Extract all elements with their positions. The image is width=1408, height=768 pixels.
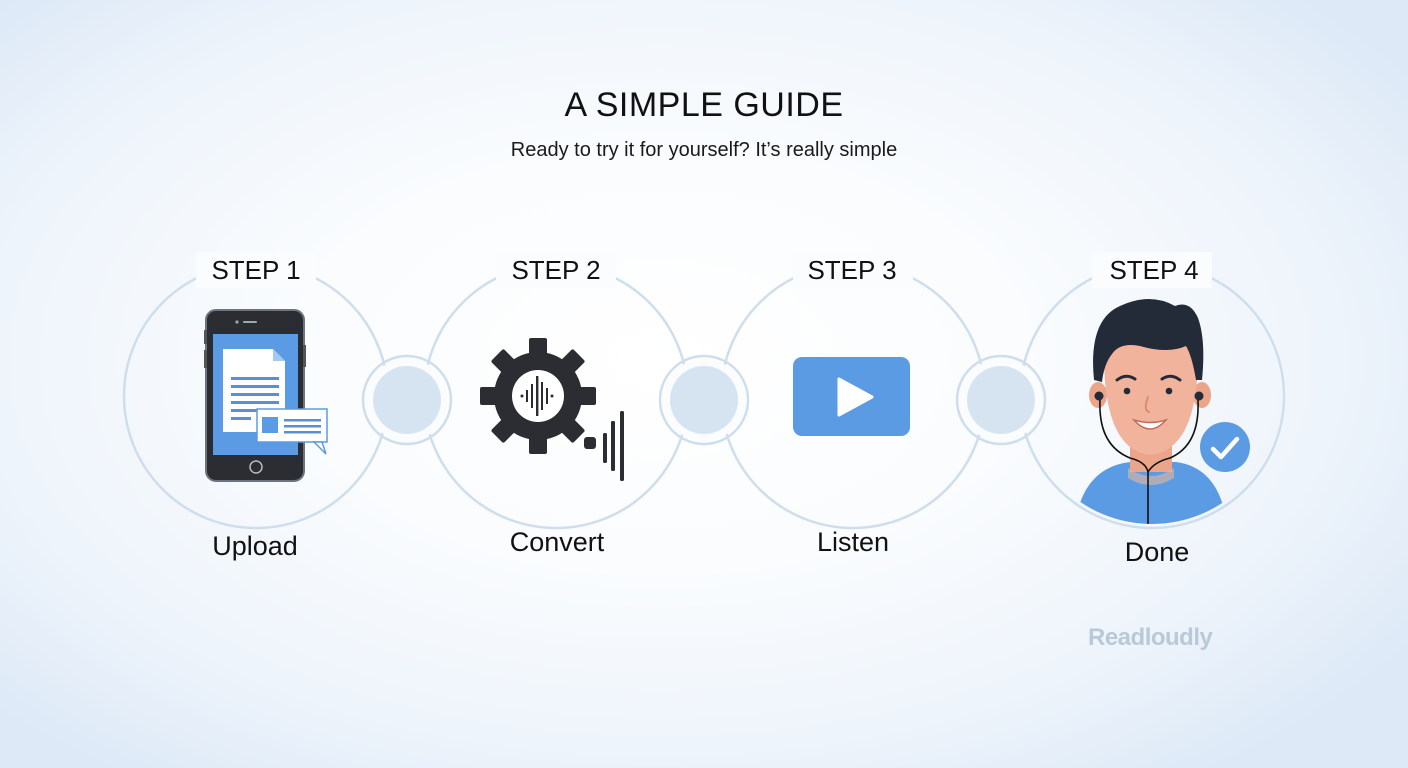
page-title: A SIMPLE GUIDE	[564, 86, 844, 124]
connector-dot-icon	[670, 366, 738, 434]
connector-3-ring	[955, 354, 1047, 446]
connector-1-ring	[361, 354, 453, 446]
step-3-label: STEP 3	[807, 255, 897, 285]
step-2-label: STEP 2	[511, 255, 601, 285]
connector-dot-icon	[967, 366, 1035, 434]
step-2-name: Convert	[509, 527, 605, 557]
step-4-name: Done	[1124, 537, 1190, 567]
step-3-name: Listen	[816, 527, 890, 557]
connector-2-ring	[658, 354, 750, 446]
person-headphones-check-icon	[1074, 299, 1250, 524]
gear-soundwave-icon	[480, 338, 624, 481]
brand-logo: Readloudly	[1088, 624, 1213, 651]
phone-document-icon	[204, 309, 328, 482]
step-1-label: STEP 1	[211, 255, 301, 285]
step-1-name: Upload	[212, 531, 298, 561]
step-4-label: STEP 4	[1109, 255, 1199, 285]
connector-dot-icon	[373, 366, 441, 434]
play-button-icon	[793, 357, 910, 436]
page-subtitle: Ready to try it for yourself? It’s reall…	[510, 139, 898, 161]
connector-dots	[373, 366, 1035, 434]
